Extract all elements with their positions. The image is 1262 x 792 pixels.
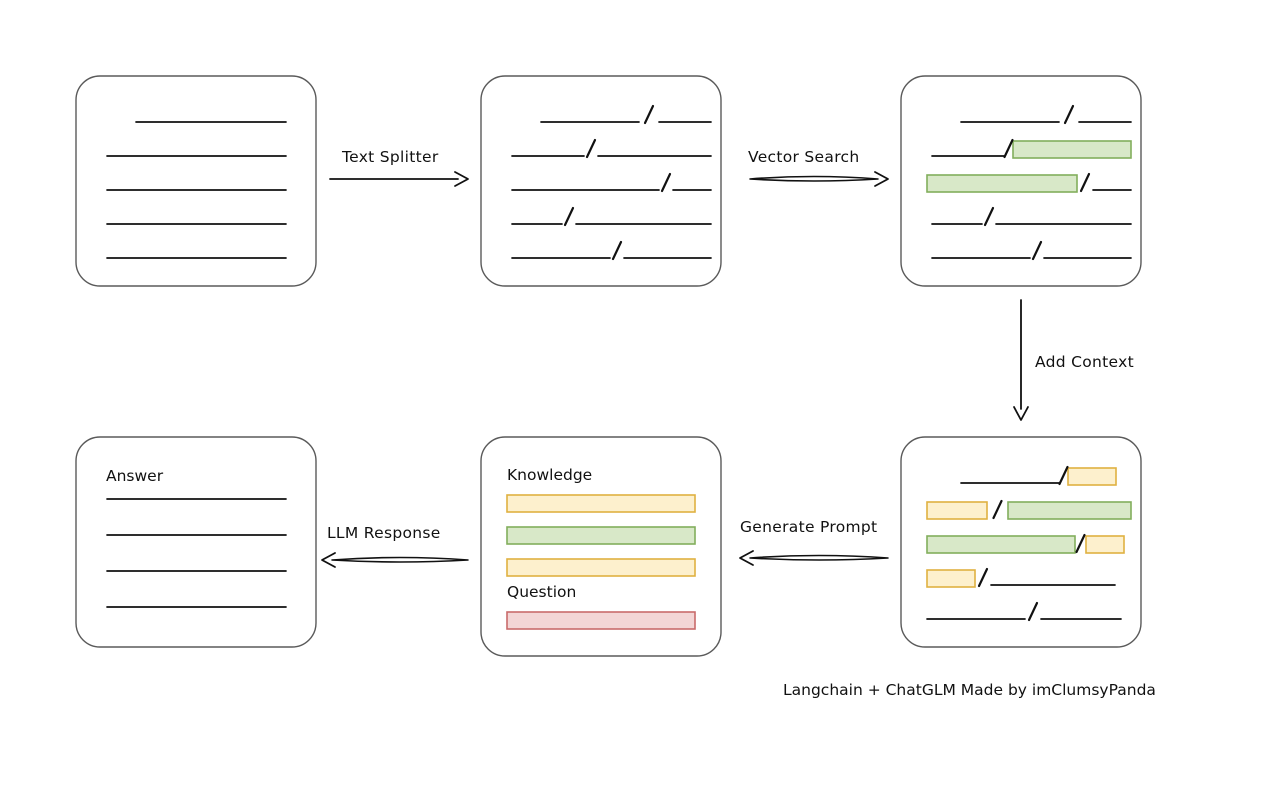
node-frame xyxy=(75,75,317,287)
chunk-separator-slash xyxy=(1058,465,1069,486)
edge-add-context xyxy=(1013,299,1029,421)
text-line xyxy=(511,240,712,261)
edge-shaft xyxy=(749,175,879,182)
edge-llm-response xyxy=(321,552,469,568)
text-line xyxy=(511,206,712,227)
node-frame xyxy=(75,436,317,648)
edge-label-generate-prompt: Generate Prompt xyxy=(740,518,878,536)
edge-shaft xyxy=(749,554,889,561)
edge-arrowhead xyxy=(454,171,469,187)
edge-label-vector-search: Vector Search xyxy=(748,148,860,166)
highlight-chip-yellow xyxy=(926,569,976,588)
edge-text-splitter xyxy=(329,171,469,187)
edge-shaft xyxy=(331,556,469,563)
node-vector-matched-chunks[interactable] xyxy=(900,75,1142,287)
text-line xyxy=(540,104,712,125)
text-line xyxy=(960,465,1117,486)
node-frame xyxy=(480,75,722,287)
chunk-separator-slash xyxy=(643,104,655,125)
text-line xyxy=(926,172,1132,193)
text-line xyxy=(926,499,1132,520)
edge-arrowhead xyxy=(1013,406,1029,421)
node-frame xyxy=(480,436,722,657)
highlight-chip-green xyxy=(926,174,1078,193)
edge-vector-search xyxy=(749,171,889,187)
edge-label-text-splitter: Text Splitter xyxy=(342,148,439,166)
chunk-separator-slash xyxy=(611,240,623,261)
node-heading-answer: Answer xyxy=(106,467,164,485)
node-split-chunks[interactable] xyxy=(480,75,722,287)
node-source-document[interactable] xyxy=(75,75,317,287)
chunk-separator-slash xyxy=(992,499,1003,520)
node-answer[interactable] xyxy=(75,436,317,648)
text-line xyxy=(931,240,1132,261)
edge-label-llm-response: LLM Response xyxy=(327,524,441,542)
chunk-separator-slash xyxy=(1075,533,1086,554)
prompt-bar-yellow xyxy=(506,494,696,513)
section-label-question: Question xyxy=(507,583,577,601)
chunk-separator-slash xyxy=(1079,172,1091,193)
text-line xyxy=(926,533,1125,554)
section-label-knowledge: Knowledge xyxy=(507,466,593,484)
text-line xyxy=(931,138,1132,159)
edge-label-add-context: Add Context xyxy=(1035,353,1134,371)
chunk-separator-slash xyxy=(1003,138,1014,159)
text-line xyxy=(511,138,712,159)
highlight-chip-green xyxy=(926,535,1076,554)
nodes-layer xyxy=(75,75,1142,657)
chunk-separator-slash xyxy=(1063,104,1075,125)
prompt-bar-red xyxy=(506,611,696,630)
text-line xyxy=(931,206,1132,227)
text-line xyxy=(926,601,1122,622)
chunk-separator-slash xyxy=(1027,601,1039,622)
edge-arrowhead xyxy=(739,550,754,566)
chunk-separator-slash xyxy=(585,138,597,159)
highlight-chip-yellow xyxy=(1085,535,1125,554)
chunk-separator-slash xyxy=(1031,240,1043,261)
node-prompt[interactable] xyxy=(480,436,722,657)
edges-layer xyxy=(321,171,1029,568)
edge-arrowhead xyxy=(874,171,889,187)
chunk-separator-slash xyxy=(563,206,575,227)
diagram-caption: Langchain + ChatGLM Made by imClumsyPand… xyxy=(783,681,1156,699)
chunk-separator-slash xyxy=(977,567,989,588)
highlight-chip-green xyxy=(1007,501,1132,520)
highlight-chip-yellow xyxy=(1067,467,1117,486)
highlight-chip-green xyxy=(1012,140,1132,159)
prompt-bar-yellow xyxy=(506,558,696,577)
prompt-bar-green xyxy=(506,526,696,545)
text-line xyxy=(926,567,1116,588)
chunk-separator-slash xyxy=(983,206,995,227)
chunk-separator-slash xyxy=(660,172,672,193)
node-context-chunks[interactable] xyxy=(900,436,1142,648)
edge-generate-prompt xyxy=(739,550,889,566)
text-line xyxy=(511,172,712,193)
edge-arrowhead xyxy=(321,552,336,568)
highlight-chip-yellow xyxy=(926,501,988,520)
text-line xyxy=(960,104,1132,125)
